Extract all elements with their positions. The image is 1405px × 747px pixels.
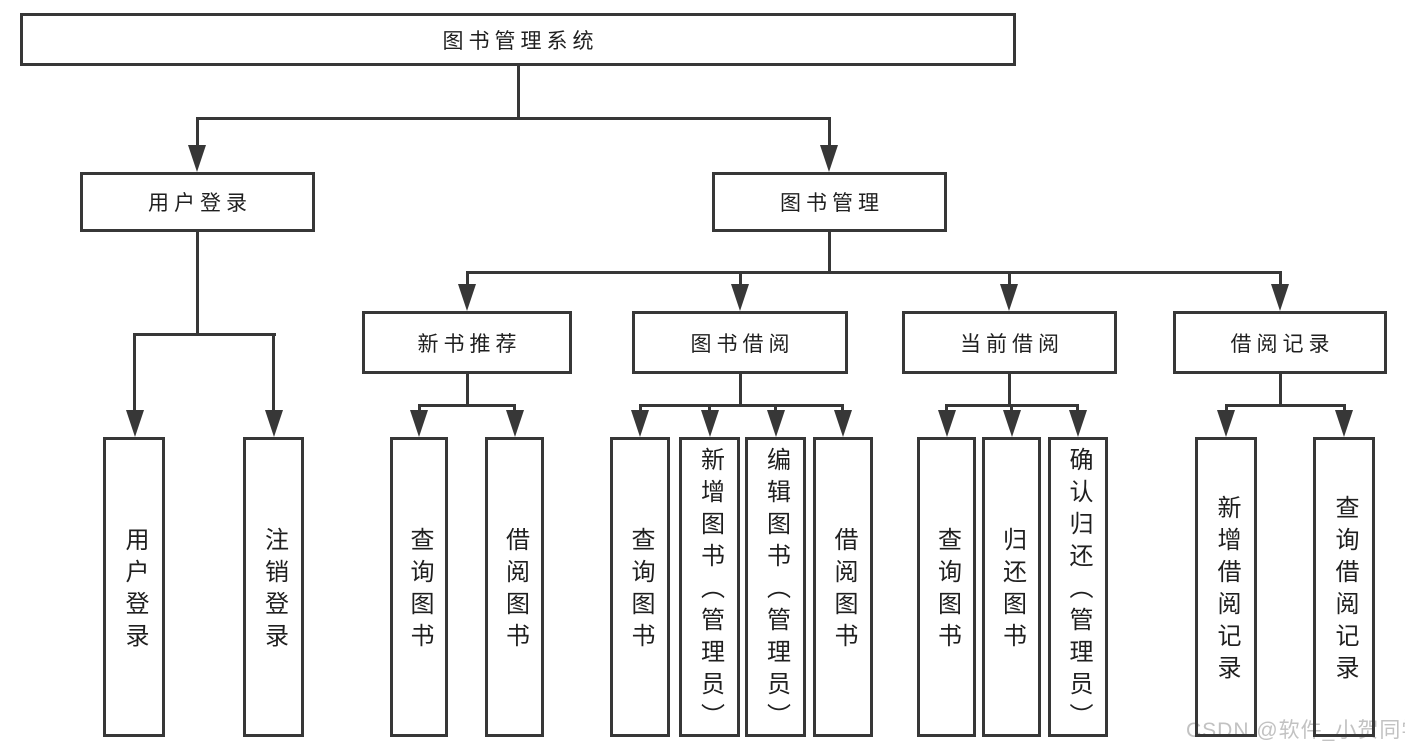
node-book-mgmt-label: 图书管理 xyxy=(780,192,884,215)
arrow-down-icon xyxy=(631,410,649,437)
node-book-borrow-label: 图书借阅 xyxy=(690,332,795,356)
node-leaf-return-books-label: 归还图书 xyxy=(998,527,1026,655)
node-leaf-borrow-books-2: 借阅图书 xyxy=(813,437,873,737)
node-book-borrow: 图书借阅 xyxy=(632,311,848,374)
node-current-borrow: 当前借阅 xyxy=(902,311,1117,374)
connector-drop xyxy=(272,333,275,413)
connector-drop xyxy=(1076,404,1079,413)
connector-new-books-rail xyxy=(418,404,516,407)
connector-root-rail xyxy=(196,117,831,120)
node-leaf-query-books-1: 查询图书 xyxy=(390,437,448,737)
connector-drop xyxy=(1008,271,1011,287)
node-leaf-query-borrow-record: 查询借阅记录 xyxy=(1313,437,1375,737)
connector-drop xyxy=(639,404,642,413)
node-current-borrow-label: 当前借阅 xyxy=(960,332,1064,356)
arrow-down-icon xyxy=(265,410,283,437)
arrow-down-icon xyxy=(767,410,785,437)
node-borrow-records-label: 借阅记录 xyxy=(1230,332,1335,356)
arrow-down-icon xyxy=(701,410,719,437)
node-root-label: 图书管理系统 xyxy=(442,29,599,53)
arrow-down-icon xyxy=(1217,410,1235,437)
node-leaf-query-books-2: 查询图书 xyxy=(610,437,670,737)
arrow-down-icon xyxy=(1003,410,1021,437)
node-leaf-query-books-1-label: 查询图书 xyxy=(406,527,433,655)
connector-drop xyxy=(774,404,777,413)
node-leaf-user-login: 用户登录 xyxy=(103,437,165,737)
node-borrow-records: 借阅记录 xyxy=(1173,311,1387,374)
arrow-down-icon xyxy=(1271,284,1289,311)
arrow-down-icon xyxy=(126,410,144,437)
node-leaf-edit-books-admin: 编辑图书（管理员） xyxy=(745,437,806,737)
node-leaf-edit-books-admin-label: 编辑图书（管理员） xyxy=(762,447,790,735)
connector-new-books-stem xyxy=(466,374,469,406)
connector-drop-book-mgmt xyxy=(828,117,831,147)
node-leaf-query-books-3-label: 查询图书 xyxy=(933,527,961,655)
arrow-down-icon xyxy=(834,410,852,437)
arrow-down-icon xyxy=(820,145,838,172)
arrow-down-icon xyxy=(410,410,428,437)
connector-book-borrow-stem xyxy=(739,374,742,406)
connector-drop xyxy=(418,404,421,413)
node-leaf-return-books: 归还图书 xyxy=(982,437,1041,737)
arrow-down-icon xyxy=(188,145,206,172)
connector-book-mgmt-rail xyxy=(466,271,1282,274)
arrow-down-icon xyxy=(1335,410,1353,437)
node-new-books-label: 新书推荐 xyxy=(417,332,522,356)
node-root: 图书管理系统 xyxy=(20,13,1016,66)
node-leaf-add-borrow-record: 新增借阅记录 xyxy=(1195,437,1257,737)
connector-drop xyxy=(945,404,948,413)
node-leaf-borrow-books-1-label: 借阅图书 xyxy=(501,527,529,655)
connector-drop xyxy=(133,333,136,413)
node-leaf-borrow-books-2-label: 借阅图书 xyxy=(830,527,857,655)
node-leaf-query-books-3: 查询图书 xyxy=(917,437,976,737)
node-leaf-logout-label: 注销登录 xyxy=(260,527,288,655)
arrow-down-icon xyxy=(1069,410,1087,437)
node-leaf-confirm-return-admin: 确认归还（管理员） xyxy=(1048,437,1108,737)
node-book-mgmt: 图书管理 xyxy=(712,172,947,232)
connector-drop xyxy=(1225,404,1228,413)
connector-drop xyxy=(1279,271,1282,287)
connector-current-borrow-stem xyxy=(1008,374,1011,406)
connector-drop xyxy=(513,404,516,413)
arrow-down-icon xyxy=(458,284,476,311)
connector-borrow-records-rail xyxy=(1225,404,1346,407)
node-user-login-label: 用户登录 xyxy=(148,192,252,215)
node-leaf-borrow-books-1: 借阅图书 xyxy=(485,437,544,737)
node-new-books: 新书推荐 xyxy=(362,311,572,374)
arrow-down-icon xyxy=(1000,284,1018,311)
connector-drop-user-login xyxy=(196,117,199,147)
node-leaf-logout: 注销登录 xyxy=(243,437,304,737)
arrow-down-icon xyxy=(506,410,524,437)
connector-user-login-stem xyxy=(196,232,199,335)
connector-drop xyxy=(1010,404,1013,413)
connector-drop xyxy=(739,271,742,287)
node-leaf-query-books-2-label: 查询图书 xyxy=(627,527,654,655)
node-leaf-add-borrow-record-label: 新增借阅记录 xyxy=(1213,495,1240,687)
connector-drop xyxy=(841,404,844,413)
node-leaf-confirm-return-admin-label: 确认归还（管理员） xyxy=(1065,447,1092,735)
node-leaf-user-login-label: 用户登录 xyxy=(121,527,148,655)
connector-drop xyxy=(708,404,711,413)
connector-borrow-records-stem xyxy=(1279,374,1282,406)
arrow-down-icon xyxy=(938,410,956,437)
csdn-watermark: CSDN @软件_小贺同学 xyxy=(1186,719,1405,742)
connector-book-mgmt-stem xyxy=(828,232,831,273)
connector-drop xyxy=(1343,404,1346,413)
connector-book-borrow-rail xyxy=(639,404,844,407)
node-user-login: 用户登录 xyxy=(80,172,315,232)
node-leaf-add-books-admin: 新增图书（管理员） xyxy=(679,437,740,737)
node-leaf-query-borrow-record-label: 查询借阅记录 xyxy=(1331,495,1358,687)
node-leaf-add-books-admin-label: 新增图书（管理员） xyxy=(696,447,724,735)
connector-drop xyxy=(466,271,469,287)
arrow-down-icon xyxy=(731,284,749,311)
connector-user-login-rail xyxy=(133,333,276,336)
connector-root-stem xyxy=(517,66,520,118)
